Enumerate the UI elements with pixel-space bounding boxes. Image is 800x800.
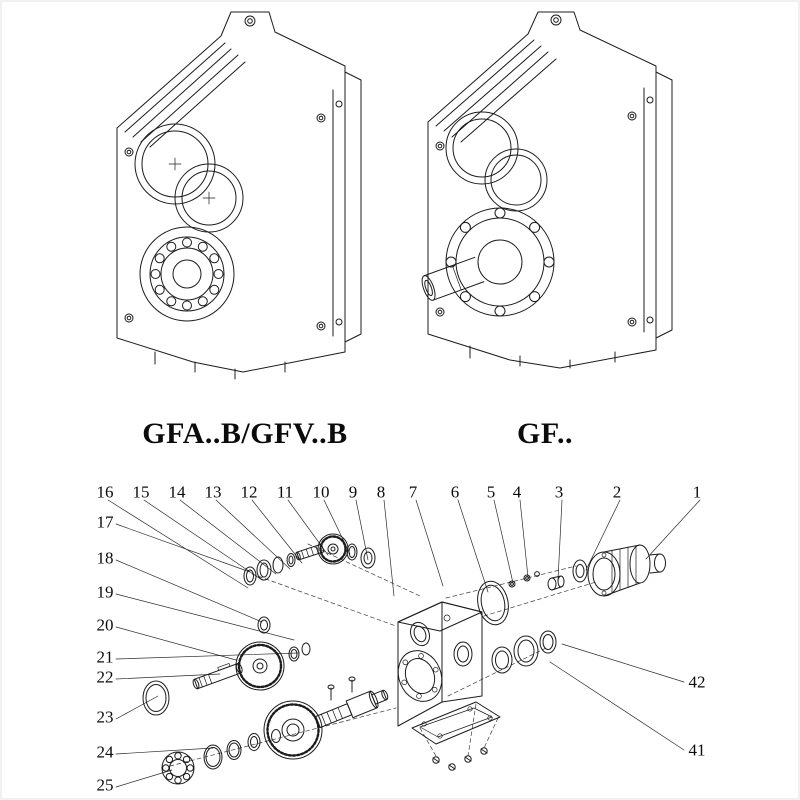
input-motor-unit <box>587 544 666 597</box>
gfab-housing-outline <box>116 11 362 373</box>
spacer-ring <box>257 616 271 634</box>
gf-output-flange <box>445 207 555 317</box>
output-shaft <box>315 689 389 729</box>
part-number-2: 2 <box>613 483 622 502</box>
part-numbers-left: 17 18 19 20 21 22 23 24 25 <box>97 513 115 795</box>
part-number-13: 13 <box>205 483 222 502</box>
gfab-bore-circles <box>134 123 244 233</box>
part-number-8: 8 <box>377 483 386 502</box>
gf-cooling-fins <box>435 39 557 143</box>
vent-plug <box>547 575 565 591</box>
input-gear <box>317 533 349 565</box>
gf-corner-screws <box>435 111 637 327</box>
part-number-23: 23 <box>97 708 114 727</box>
part-number-24: 24 <box>97 743 115 762</box>
part-number-1: 1 <box>693 483 702 502</box>
part-numbers-top: 16 15 14 13 12 11 10 9 8 7 6 5 4 3 2 1 <box>97 483 702 502</box>
intermediate-shaft <box>192 662 243 690</box>
cover-plate <box>411 701 501 745</box>
gf-bore-circles <box>445 111 548 212</box>
part-number-16: 16 <box>97 483 114 502</box>
input-shims <box>243 553 296 586</box>
intermediate-gear <box>235 641 285 691</box>
output-gear <box>263 700 323 760</box>
part-number-12: 12 <box>241 483 258 502</box>
housing-gasket <box>477 580 509 626</box>
part-number-11: 11 <box>277 483 293 502</box>
part-number-5: 5 <box>487 483 496 502</box>
construction-lines <box>169 543 597 767</box>
leader-lines <box>107 499 701 788</box>
gfab-cooling-fins <box>124 42 246 148</box>
model-label-gf: GF.. <box>517 417 573 450</box>
vent-bolts <box>508 571 540 588</box>
gfab-output-bearing <box>139 226 235 322</box>
part-number-19: 19 <box>97 583 114 602</box>
part-number-25: 25 <box>97 776 114 795</box>
part-number-6: 6 <box>451 483 460 502</box>
part-numbers-right: 42 41 <box>689 673 706 760</box>
part-number-7: 7 <box>409 483 418 502</box>
gear-housing <box>397 601 483 727</box>
part-number-4: 4 <box>513 483 522 502</box>
part-number-22: 22 <box>97 668 114 687</box>
large-retaining-ring <box>142 680 170 716</box>
model-label-gfab: GFA..B/GFV..B <box>142 417 348 450</box>
part-number-42: 42 <box>689 673 706 692</box>
gearbox-drawing-gfab <box>116 11 362 380</box>
gfab-base-feet <box>154 351 286 380</box>
motor-coupling <box>572 559 588 583</box>
part-number-20: 20 <box>97 616 114 635</box>
part-number-10: 10 <box>313 483 330 502</box>
part-number-15: 15 <box>133 483 150 502</box>
gearbox-drawing-gf <box>421 11 673 369</box>
gf-housing-outline <box>427 11 673 369</box>
exploded-parts-diagram: 16 15 14 13 12 11 10 9 8 7 6 5 4 3 2 1 1… <box>97 483 706 795</box>
gf-base-feet <box>469 345 616 369</box>
part-number-3: 3 <box>555 483 564 502</box>
output-ring-stack <box>491 630 557 674</box>
part-number-9: 9 <box>349 483 358 502</box>
bottom-rings <box>203 729 281 770</box>
cover-screws <box>432 747 488 771</box>
part-number-21: 21 <box>97 648 114 667</box>
part-number-41: 41 <box>689 741 706 760</box>
input-bearing <box>360 547 376 569</box>
part-number-14: 14 <box>169 483 187 502</box>
shaft-screws <box>327 676 356 701</box>
intermediate-rings <box>288 642 311 662</box>
part-number-17: 17 <box>97 513 115 532</box>
part-number-18: 18 <box>97 549 114 568</box>
input-pinion-shaft <box>295 543 325 561</box>
input-washer <box>346 543 358 561</box>
gf-output-shaft <box>421 256 485 301</box>
gfab-corner-screws <box>124 113 326 331</box>
output-bearing <box>161 751 195 785</box>
